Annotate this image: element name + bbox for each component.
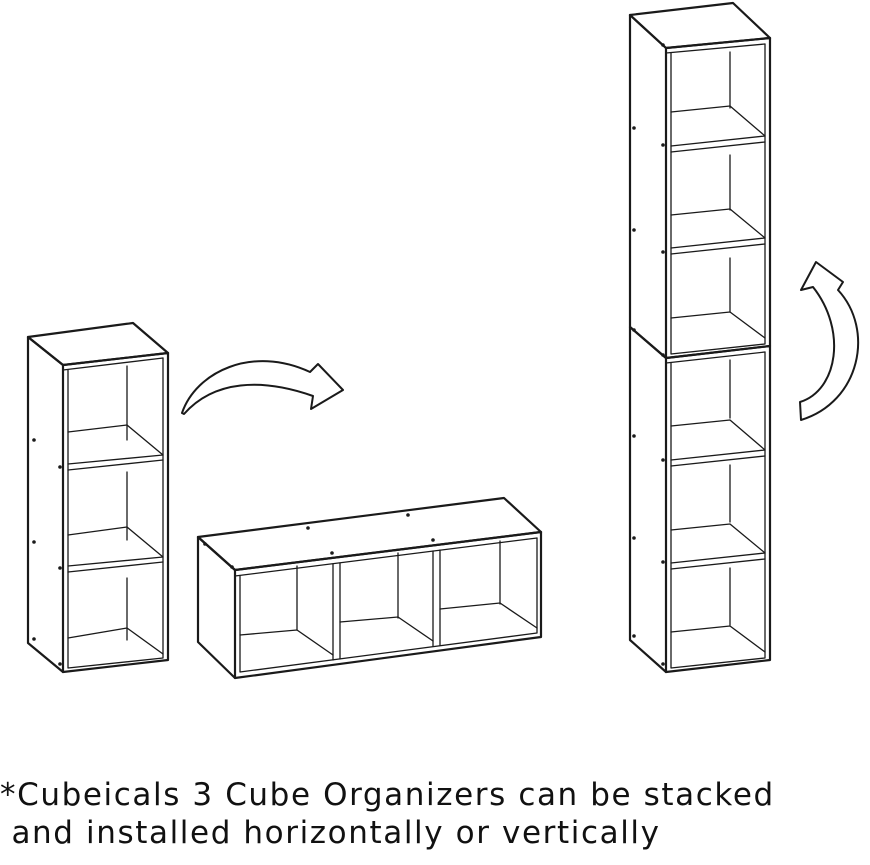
- caption: *Cubeicals 3 Cube Organizers can be stac…: [0, 776, 870, 852]
- caption-line-2: and installed horizontally or vertically: [0, 815, 661, 851]
- arrow-rotate-right-icon: [181, 360, 344, 415]
- caption-line-1: *Cubeicals 3 Cube Organizers can be stac…: [0, 777, 775, 813]
- arrow-rotate-up-icon: [799, 261, 860, 421]
- stacked-organizer: [628, 1, 772, 674]
- vertical-organizer-single: [26, 321, 170, 674]
- horizontal-organizer: [196, 496, 543, 680]
